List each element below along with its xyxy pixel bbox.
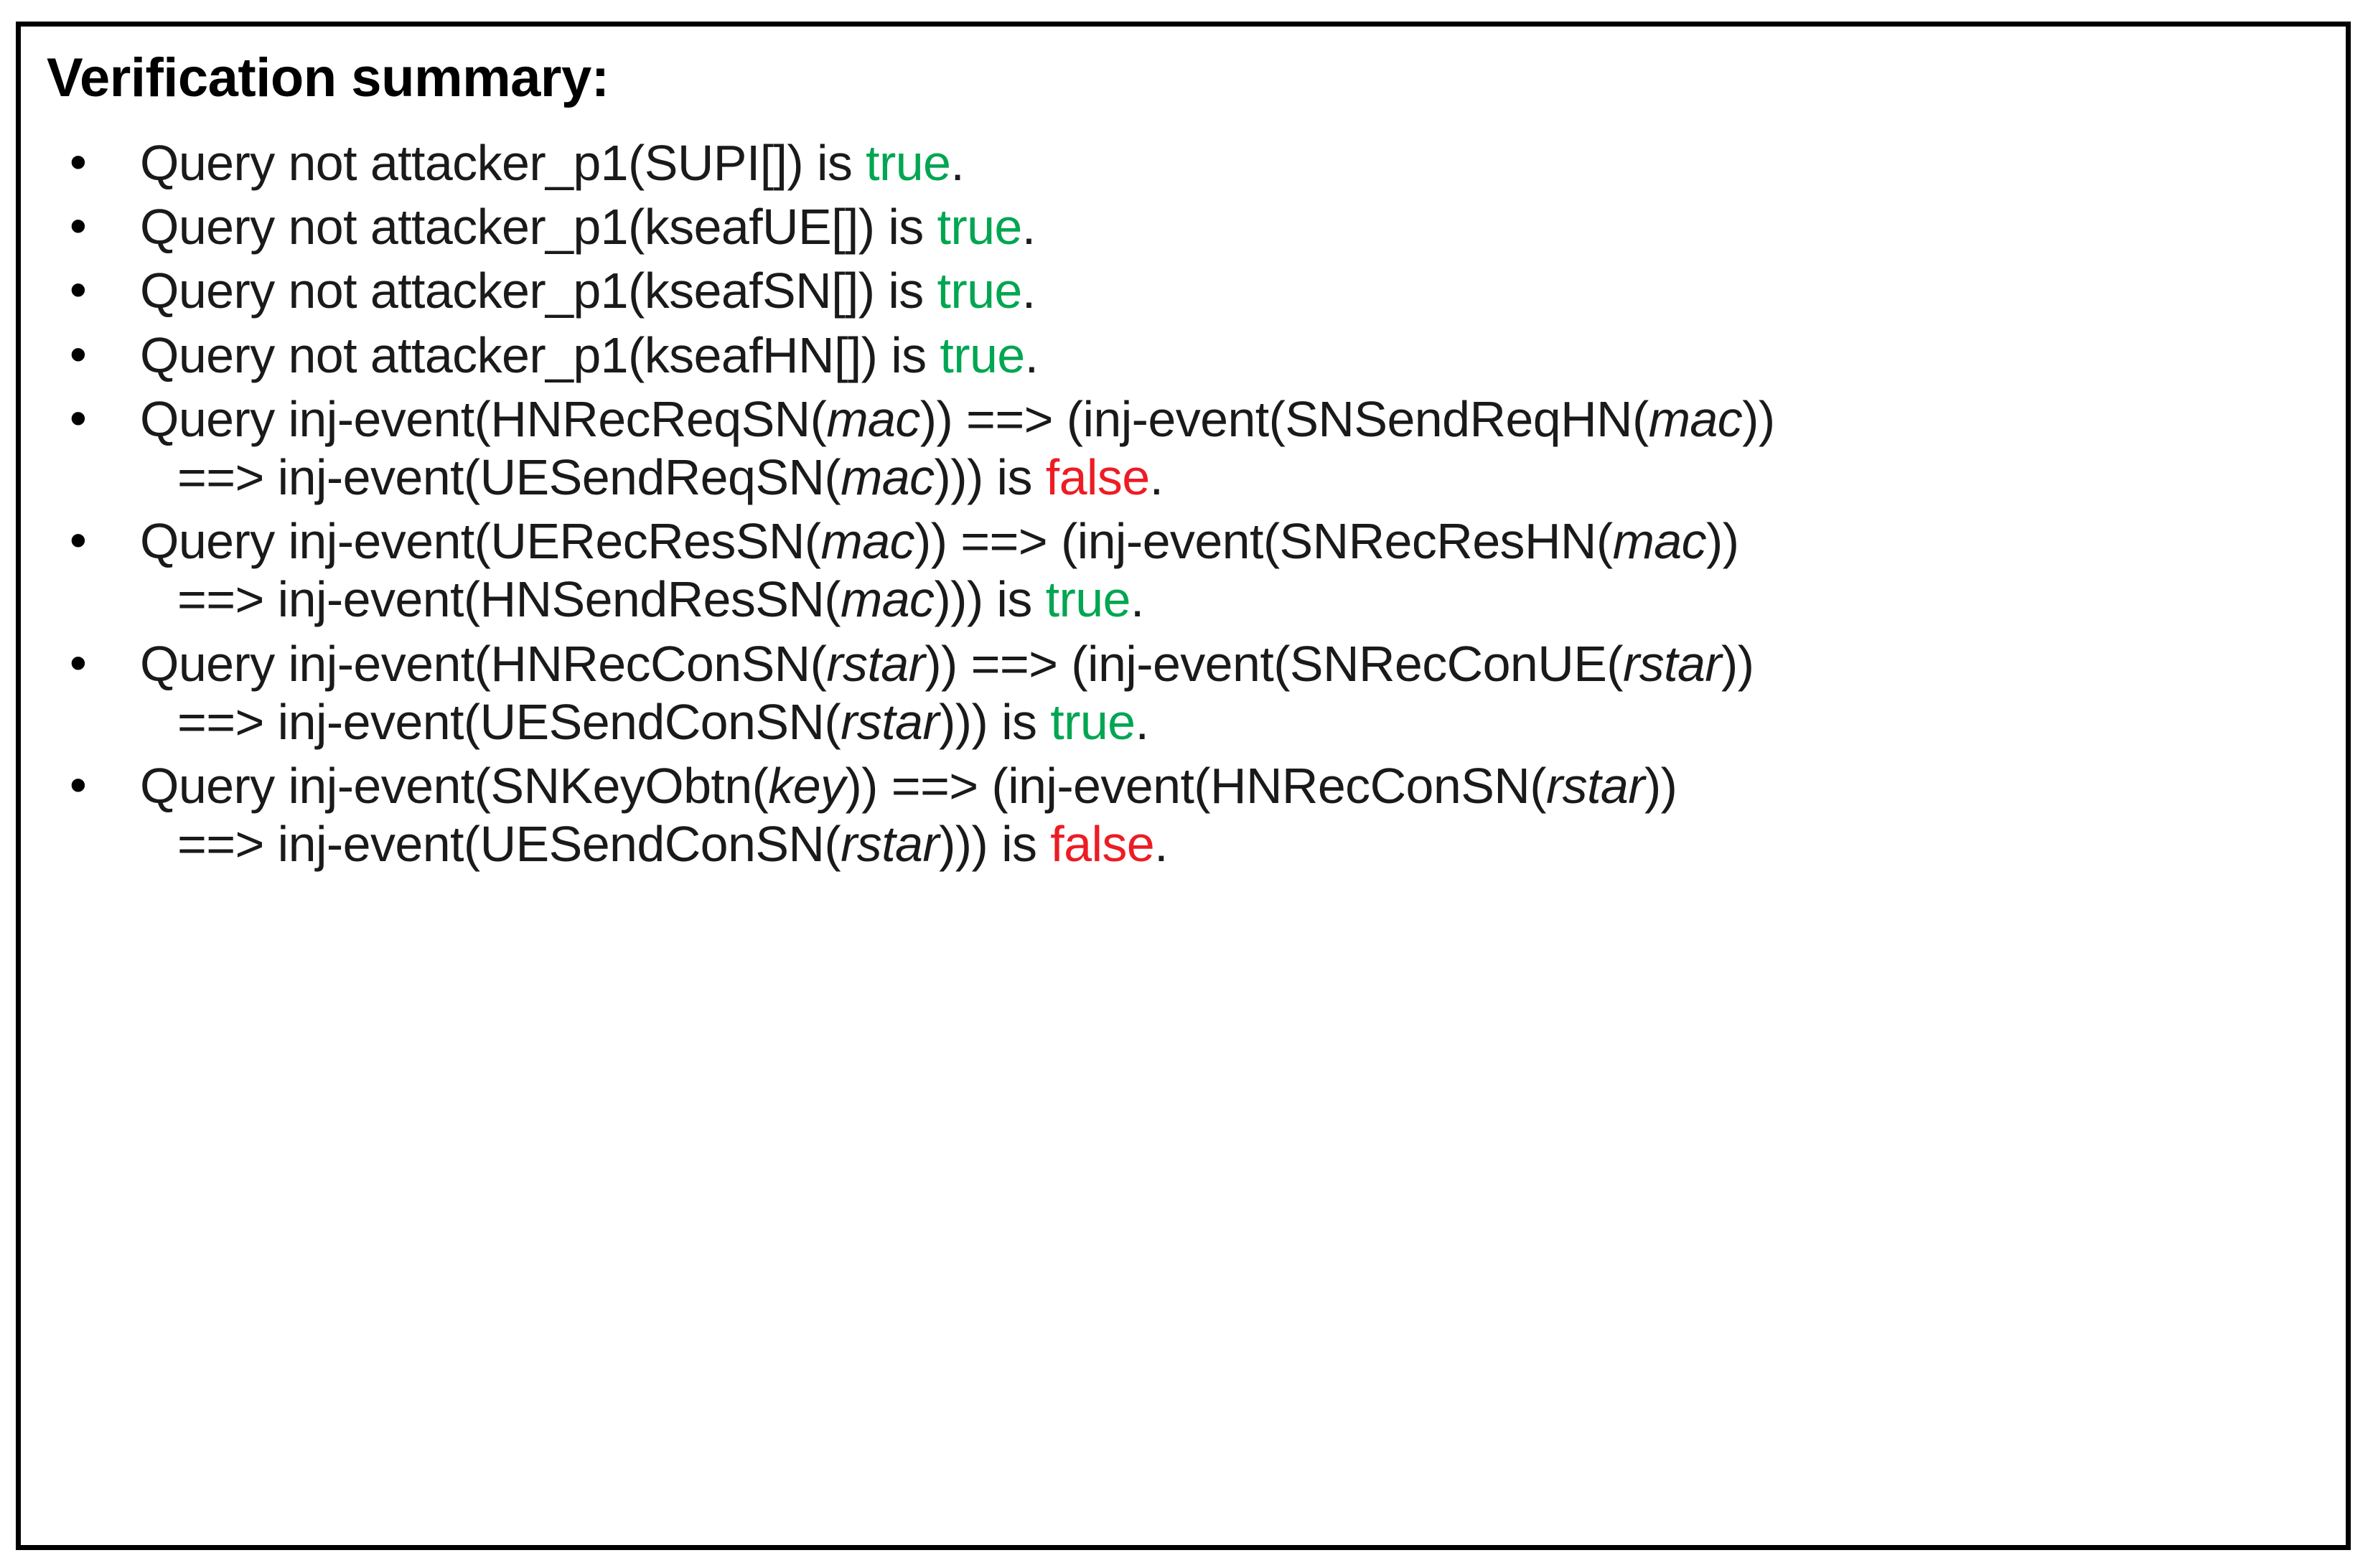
query-result-item: • Query not attacker_p1(kseafSN[]) is tru… [47,262,2346,320]
query-result-item: •Query inj-event(HNRecConSN(rstar)) ==> … [47,635,2346,751]
verdict-true-badge: true [940,327,1025,383]
query-text-segment: )) [1706,513,1739,570]
query-text-line: Query not attacker_p1(kseafUE[]) is true… [140,198,2346,256]
query-parameter: rstar [841,693,940,750]
query-text-segment: Query inj-event(HNRecReqSN( [140,390,827,447]
query-text-segment: ))) is [934,449,1046,505]
query-text-segment: Query not attacker_p1(SUPI[]) is [140,135,866,191]
bullet-point-icon: • [70,757,87,812]
query-text-line: Query inj-event(HNRecReqSN(mac)) ==> (in… [140,390,2346,449]
query-result-item: • Query not attacker_p1(kseafUE[]) is tru… [47,198,2346,256]
query-result-item: • Query inj-event(SNKeyObtn(key)) ==> (in… [47,757,2346,873]
bullet-point-icon: • [70,327,87,382]
query-text-line: Query inj-event(HNRecConSN(rstar)) ==> (… [140,635,2346,693]
query-text-continuation: ==> inj-event(UESendReqSN(mac))) is fals… [140,449,2346,507]
query-text-segment: Query inj-event(HNRecConSN( [140,635,827,692]
query-text-segment: Query not attacker_p1(kseafUE[]) is [140,199,937,255]
panel-content: Verification summary: • Query not attacke… [21,27,2346,873]
query-text-segment: . [1154,816,1169,873]
bullet-point-icon: • [70,135,87,189]
query-text-segment: ))) is [934,571,1046,628]
verdict-true-badge: true [937,263,1023,319]
query-parameter: key [768,757,846,814]
query-parameter: mac [841,449,935,505]
verification-query-list: •Query not attacker_p1(SUPI[]) is true.•… [47,134,2346,873]
query-result-item: •Query inj-event(UERecResSN(mac)) ==> (i… [47,512,2346,629]
query-text-segment: )) [1742,390,1775,447]
query-text-segment: . [1130,571,1144,628]
query-result-item: •Query inj-event(HNRecReqSN(mac)) ==> (i… [47,390,2346,507]
query-text-segment: Query not attacker_p1(kseafHN[]) is [140,327,940,383]
query-text-segment: )) [1644,757,1677,814]
query-text-segment: ))) is [939,816,1051,873]
query-text-segment: Query inj-event(UERecResSN( [140,513,821,570]
query-text-segment: )) [1721,635,1754,692]
verdict-true-badge: true [1045,571,1131,628]
query-text-segment: ==> inj-event(HNSendResSN( [177,571,841,628]
query-text-continuation: ==> inj-event(HNSendResSN(mac))) is true… [140,571,2346,629]
bullet-point-icon: • [70,199,87,254]
query-parameter: mac [1612,513,1707,570]
query-result-item: • Query not attacker_p1(kseafHN[]) is tru… [47,327,2346,385]
query-text-line: Query inj-event(SNKeyObtn(key)) ==> (inj… [140,757,2346,815]
query-text-segment: . [1024,327,1039,383]
query-text-segment: . [1149,449,1164,505]
query-parameter: mac [820,513,915,570]
query-text-segment: . [950,135,965,191]
query-text-segment: ==> inj-event(UESendReqSN( [177,449,841,505]
verification-summary-panel: Verification summary: • Query not attacke… [16,22,2351,1550]
verdict-true-badge: true [1050,693,1136,750]
query-parameter: rstar [1545,757,1645,814]
query-text-segment: )) ==> (inj-event(SNRecConUE( [925,635,1623,692]
query-result-item: • Query not attacker_p1(SUPI[]) is true. [47,134,2346,192]
query-parameter: rstar [841,816,940,873]
query-text-segment: Query inj-event(SNKeyObtn( [140,757,769,814]
verdict-true-badge: true [866,135,951,191]
query-text-line: Query not attacker_p1(kseafSN[]) is true… [140,262,2346,320]
panel-title: Verification summary: [47,47,609,108]
query-text-segment: . [1135,693,1149,750]
query-text-line: Query not attacker_p1(kseafHN[]) is true… [140,327,2346,385]
query-parameter: rstar [826,635,925,692]
verdict-false-badge: false [1045,449,1150,505]
query-text-segment: ==> inj-event(UESendConSN( [177,816,841,873]
verdict-false-badge: false [1050,816,1155,873]
bullet-point-icon: • [70,513,87,568]
query-text-segment: ))) is [939,693,1051,750]
query-text-continuation: ==> inj-event(UESendConSN(rstar))) is tr… [140,693,2346,751]
query-parameter: mac [841,571,935,628]
verdict-true-badge: true [937,199,1023,255]
query-text-segment: . [1021,199,1036,255]
query-text-segment: . [1021,263,1036,319]
query-text-segment: )) ==> (inj-event(HNRecConSN( [845,757,1546,814]
bullet-point-icon: • [70,263,87,318]
query-parameter: mac [826,390,920,447]
bullet-point-icon: • [70,390,87,446]
query-parameter: rstar [1623,635,1722,692]
query-parameter: mac [1648,390,1743,447]
query-text-segment: ==> inj-event(UESendConSN( [177,693,841,750]
query-text-continuation: ==> inj-event(UESendConSN(rstar))) is fa… [140,815,2346,873]
bullet-point-icon: • [70,635,87,690]
query-text-segment: )) ==> (inj-event(SNSendReqHN( [919,390,1649,447]
query-text-segment: Query not attacker_p1(kseafSN[]) is [140,263,937,319]
query-text-line: Query not attacker_p1(SUPI[]) is true. [140,134,2346,192]
query-text-line: Query inj-event(UERecResSN(mac)) ==> (in… [140,512,2346,571]
query-text-segment: )) ==> (inj-event(SNRecResHN( [914,513,1613,570]
